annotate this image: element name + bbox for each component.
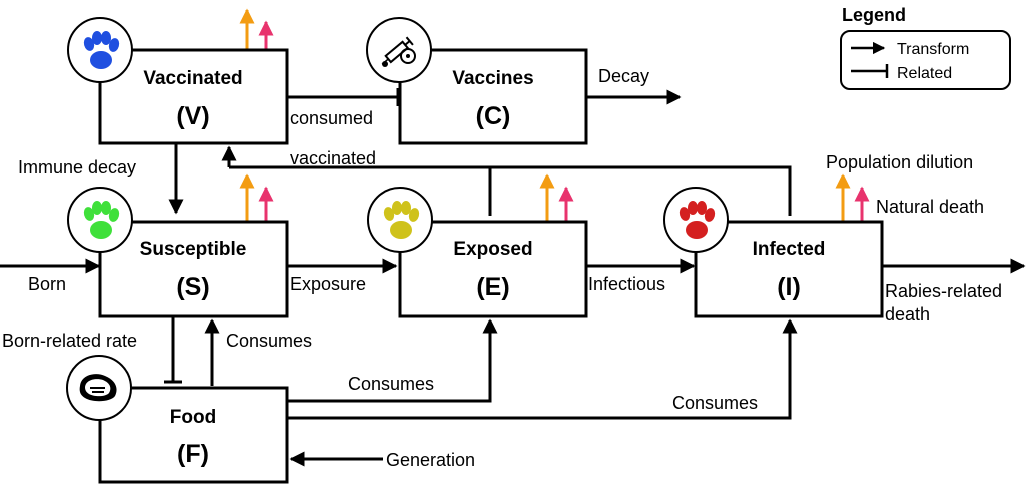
paw-icon [67,17,133,83]
vaccines-abbr: (C) [476,102,511,130]
vaccines-title: Vaccines [452,68,533,89]
vaccinated-abbr: (V) [176,102,209,130]
node-food[interactable]: Food (F) [98,386,289,484]
label-death: death [885,304,930,324]
food-title: Food [170,407,216,428]
label-generation: Generation [386,450,475,470]
outflow-arrows [239,8,870,221]
label-consumes-e: Consumes [348,374,434,394]
susceptible-title: Susceptible [140,239,247,260]
paw-icon [663,187,729,253]
node-vaccinated[interactable]: Vaccinated (V) [98,48,289,145]
label-born-related-rate: Born-related rate [2,331,137,351]
paw-icon [367,187,433,253]
vaccinated-title: Vaccinated [143,68,242,89]
food-abbr: (F) [177,440,209,468]
edge-vaccinated [229,165,792,216]
label-infectious: Infectious [588,274,665,294]
legend: Legend Transform Related [840,5,1011,90]
edge-labels: Decay consumed vaccinated Immune decay P… [2,66,1002,470]
steak-icon [66,355,132,421]
susceptible-abbr: (S) [176,273,209,301]
legend-title: Legend [842,5,906,25]
infected-title: Infected [753,239,826,260]
label-immune-decay: Immune decay [18,157,136,177]
legend-transform: Transform [897,41,969,58]
label-born: Born [28,274,66,294]
edges [0,88,1026,467]
node-susceptible[interactable]: Susceptible (S) [98,220,289,318]
infected-abbr: (I) [777,273,801,301]
label-exposure: Exposure [290,274,366,294]
syringe-vaccine-icon [366,17,432,83]
label-consumed: consumed [290,108,373,128]
label-consumes-i: Consumes [672,393,758,413]
label-vaccinated: vaccinated [290,148,376,168]
label-population-dilution: Population dilution [826,152,973,172]
node-vaccines[interactable]: Vaccines (C) [398,48,588,145]
exposed-abbr: (E) [476,273,509,301]
legend-related: Related [897,65,952,82]
label-consumes-s: Consumes [226,331,312,351]
node-infected[interactable]: Infected (I) [694,220,884,318]
paw-icon [67,187,133,253]
label-rabies-related: Rabies-related [885,281,1002,301]
label-natural-death: Natural death [876,197,984,217]
edge-consumes-i [287,318,798,420]
node-exposed[interactable]: Exposed (E) [398,220,588,318]
label-decay: Decay [598,66,649,86]
exposed-title: Exposed [453,239,532,260]
edge-consumes-e [287,318,498,403]
